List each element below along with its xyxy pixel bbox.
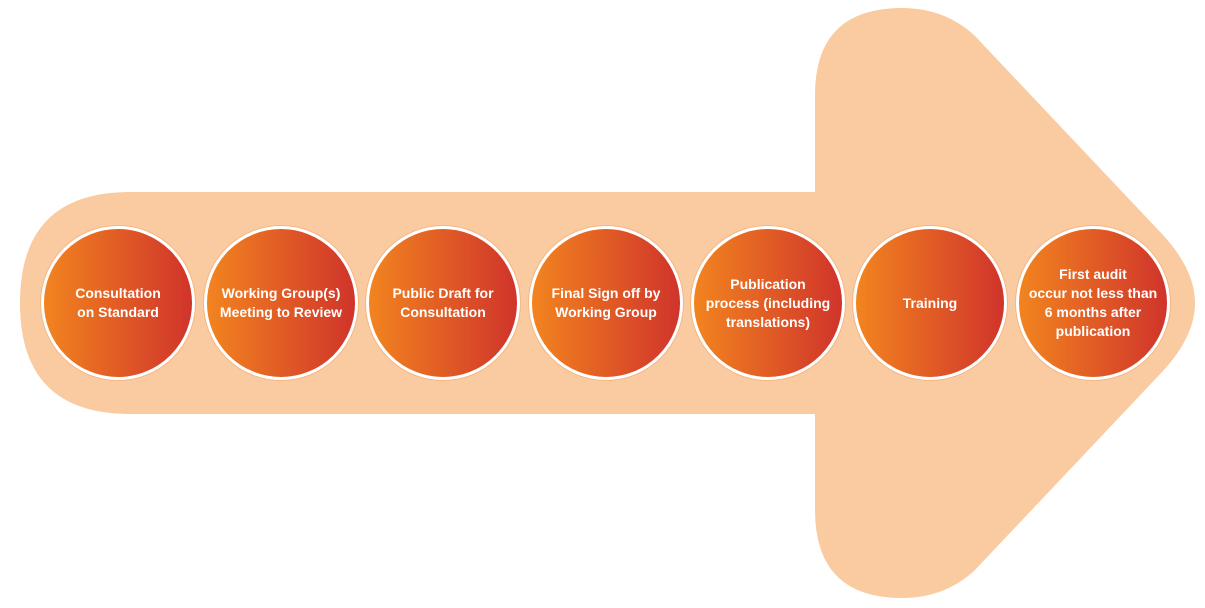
step-circle-1: Consultation on Standard (41, 226, 195, 380)
step-circle-2: Working Group(s) Meeting to Review (204, 226, 358, 380)
step-label-2: Working Group(s) Meeting to Review (219, 285, 343, 320)
step-circle-7: First audit occur not less than 6 months… (1016, 226, 1170, 380)
step-circle-3: Public Draft for Consultation (366, 226, 520, 380)
step-label-6: Training (902, 294, 958, 311)
step-label-1: Consultation on Standard (75, 285, 161, 320)
step-label-5: Publication process (including translati… (705, 275, 831, 330)
step-label-7: First audit occur not less than 6 months… (1028, 266, 1158, 339)
step-circle-4: Final Sign off by Working Group (529, 226, 683, 380)
step-label-3: Public Draft for Consultation (392, 285, 494, 320)
step-circle-5: Publication process (including translati… (691, 226, 845, 380)
step-label-4: Final Sign off by Working Group (551, 285, 661, 320)
step-circle-6: Training (853, 226, 1007, 380)
